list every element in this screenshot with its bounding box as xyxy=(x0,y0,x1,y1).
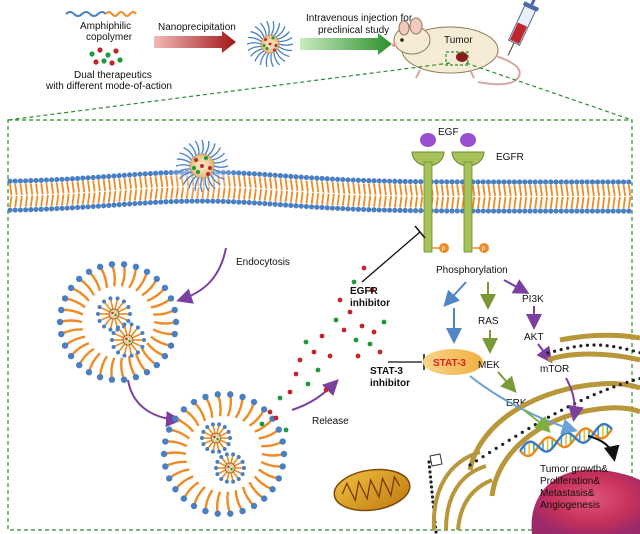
egfr-receptor-1: P xyxy=(411,133,449,253)
arrow-to-stat3-branch xyxy=(443,281,467,307)
erk-label: ERK xyxy=(506,398,527,409)
egfr-inhibitor-label-1: EGFR xyxy=(350,286,379,297)
egfr-label: EGFR xyxy=(496,152,524,163)
arrow-mtor-to-dna xyxy=(565,377,584,422)
released-drugs xyxy=(259,265,387,433)
egfr-receptor-2: P xyxy=(451,133,489,253)
golgi-apparatus xyxy=(431,450,493,531)
mek-label: MEK xyxy=(478,360,500,371)
ras-label: RAS xyxy=(478,316,499,327)
micelle-approaching-membrane xyxy=(175,139,229,193)
cell-membrane xyxy=(7,169,632,214)
endosome-2 xyxy=(160,391,288,517)
therapeutics-label-1: Dual therapeutics xyxy=(74,70,152,81)
egfr-inhibition-line xyxy=(361,231,421,283)
arrow-to-outcome xyxy=(587,435,620,462)
copolymer-label-2: copolymer xyxy=(86,32,133,43)
stat3-label: STAT-3 xyxy=(433,358,466,369)
nucleus xyxy=(531,469,640,534)
outcome-line-4: Angiogenesis xyxy=(540,500,600,511)
p-badge-2: P xyxy=(482,247,486,253)
copolymer-label-1: Amphiphilic xyxy=(80,21,131,32)
tumor-label: Tumor xyxy=(444,35,473,46)
egf-label: EGF xyxy=(438,127,459,138)
endosome-1 xyxy=(56,261,180,383)
stat3-inhibitor-label-1: STAT-3 xyxy=(370,366,403,377)
outcome-line-2: Proliferation& xyxy=(540,476,600,487)
endocytosis-arrow xyxy=(176,247,227,304)
stat3-inhibitor-label-2: inhibitor xyxy=(370,378,410,389)
phosphorylation-label: Phosphorylation xyxy=(436,265,508,276)
vesicle xyxy=(429,453,443,467)
arrow-stat3-to-dna xyxy=(469,375,578,435)
p-badge-1: P xyxy=(442,247,446,253)
injection-label-2: preclinical study xyxy=(318,25,389,36)
top-micelle xyxy=(246,20,294,68)
pi3k-label: PI3K xyxy=(522,294,544,305)
outcome-line-1: Tumor growth& xyxy=(540,464,608,475)
stat3-node: STAT-3 xyxy=(423,349,483,375)
mitochondrion xyxy=(333,468,411,512)
syringe-icon xyxy=(507,0,540,56)
mouse-icon: Tumor xyxy=(392,17,521,86)
egfr-receptors: P P EGF EGFR xyxy=(411,127,524,253)
zoom-outline xyxy=(7,62,633,531)
release-arrow xyxy=(291,379,339,411)
mtor-label: mTOR xyxy=(540,364,569,375)
arrow-to-erk xyxy=(497,371,517,393)
therapeutics-label-2: with different mode-of-action xyxy=(45,81,172,92)
endosome-transition-arrow xyxy=(127,379,182,428)
nanoprecipitation-label: Nanoprecipitation xyxy=(158,22,236,33)
akt-label: AKT xyxy=(524,332,543,343)
legend-copolymer: Amphiphilic copolymer xyxy=(65,11,137,43)
outcome-text: Tumor growth& Proliferation& Metastasis&… xyxy=(540,464,608,511)
arrow-to-pi3k xyxy=(503,279,530,294)
arrow-to-mtor xyxy=(536,343,553,364)
release-label: Release xyxy=(312,416,349,427)
nanoprecipitation-arrow xyxy=(154,31,236,53)
egfr-inhibitor-label-2: inhibitor xyxy=(350,298,390,309)
arrow-erk-to-dna xyxy=(523,409,551,433)
endocytosis-label: Endocytosis xyxy=(236,257,290,268)
outcome-line-3: Metastasis& xyxy=(540,488,595,499)
injection-arrow xyxy=(300,33,392,55)
legend-drugs xyxy=(89,47,123,66)
injection-label-1: Intravenous injection for xyxy=(306,13,413,24)
